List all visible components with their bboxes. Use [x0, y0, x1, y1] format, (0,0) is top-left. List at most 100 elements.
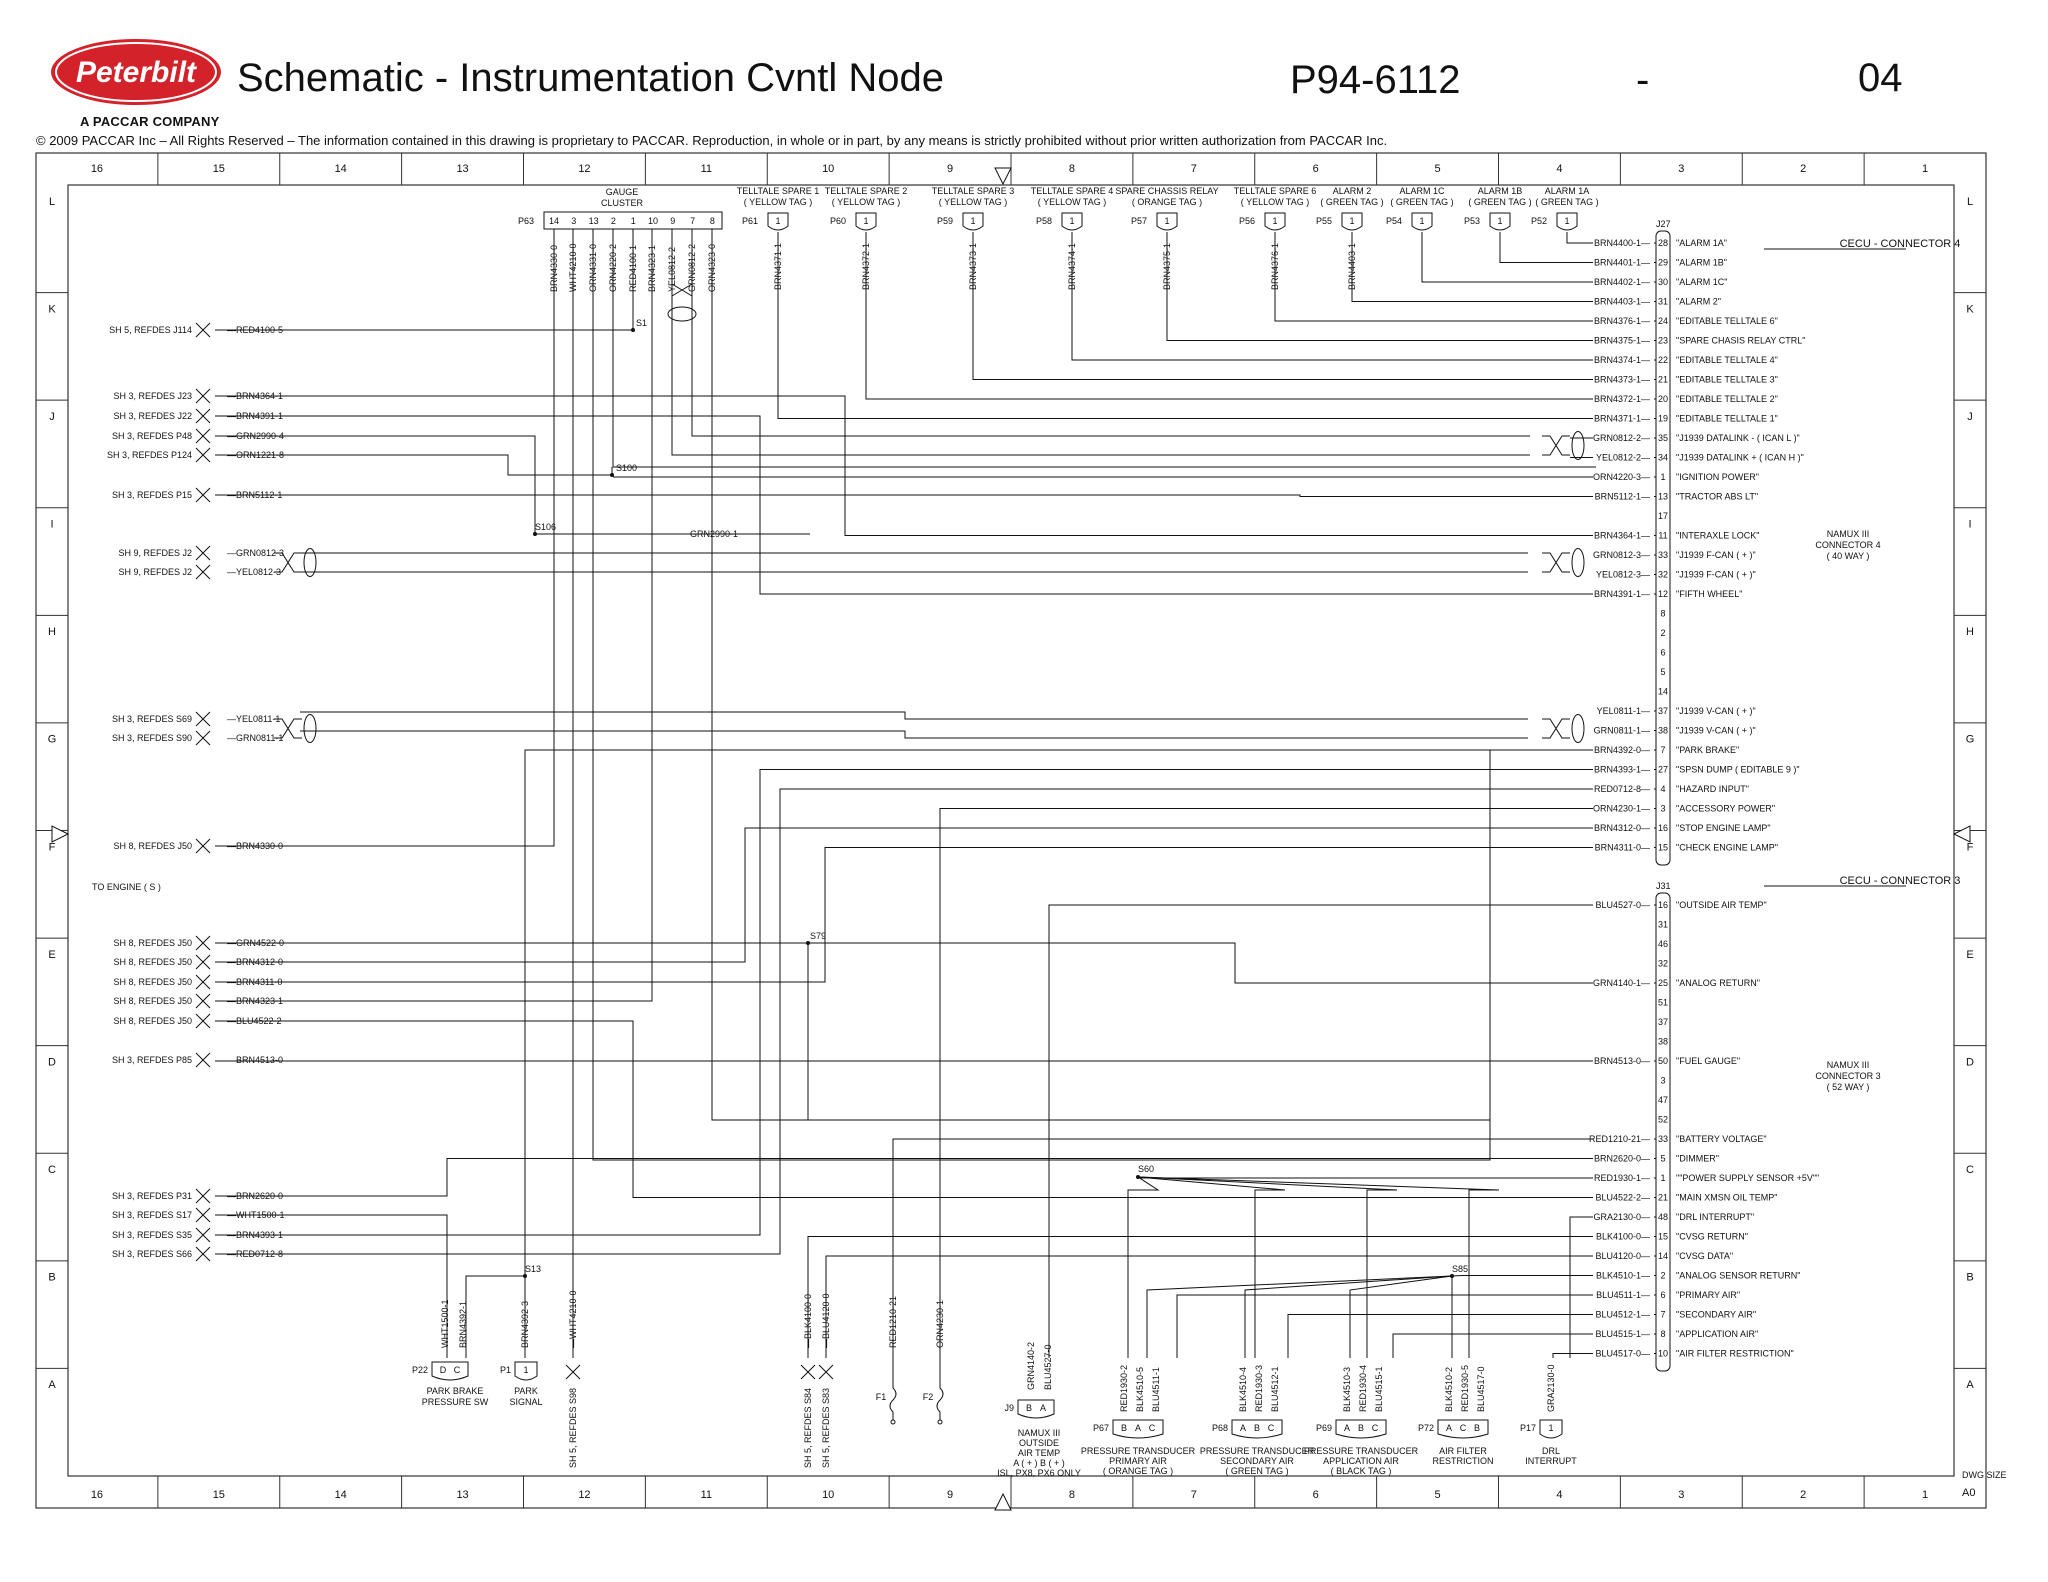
- j31-connector-body: [1655, 892, 1671, 1372]
- top-connector-body: [1556, 212, 1578, 231]
- wire-label: —BRN4312-0: [227, 957, 283, 967]
- wire: [465, 1275, 525, 1358]
- top-connector-label: ALARM 1A: [1545, 186, 1590, 196]
- top-connector-label: ALARM 1C: [1399, 186, 1445, 196]
- top-connector-label: TELLTALE SPARE 3: [932, 186, 1015, 196]
- pin-description: "ACCESSORY POWER": [1676, 804, 1775, 814]
- wire: [215, 435, 536, 534]
- gauge-pin-number: 13: [589, 216, 599, 226]
- wire-label: BLU4511-1—: [1596, 1290, 1650, 1300]
- pin-number: 22: [1658, 355, 1668, 365]
- column-label: 15: [213, 163, 225, 175]
- p68-wire-label: BLK4510-4: [1238, 1367, 1248, 1412]
- svg-text:Peterbilt: Peterbilt: [76, 56, 198, 89]
- bottom-reference: SH 5, REFDES S83: [821, 1388, 831, 1468]
- top-connector-body: [767, 212, 789, 231]
- gauge-wire-label: ORN4220-2: [608, 244, 618, 292]
- top-connector-ref: P61: [742, 216, 758, 226]
- f1-fuse: [889, 1358, 897, 1420]
- p69-wire-label: BLK4510-3: [1342, 1367, 1352, 1412]
- wire: [972, 232, 1593, 380]
- fuse-terminal: [890, 1419, 896, 1425]
- p69-label: ( BLACK TAG ): [1331, 1466, 1392, 1476]
- left-reference: SH 9, REFDES J2: [118, 548, 192, 558]
- wire-label: BRN4403-1—: [1594, 297, 1650, 307]
- top-connector-ref: P57: [1131, 216, 1147, 226]
- row-label: G: [1966, 734, 1975, 746]
- p17-connector: [1539, 1419, 1563, 1439]
- bottom-connector-pin: 1: [523, 1365, 528, 1375]
- row-label: H: [48, 626, 56, 638]
- gauge-pin-number: 8: [710, 216, 715, 226]
- company-name: A PACCAR COMPANY: [80, 114, 220, 129]
- top-connector-label: ( YELLOW TAG ): [744, 197, 813, 207]
- wire: [215, 827, 1593, 963]
- pin-number: 25: [1658, 978, 1668, 988]
- column-label: 13: [456, 1489, 468, 1501]
- top-connector-ref: P58: [1036, 216, 1052, 226]
- column-label: 1: [1922, 163, 1928, 175]
- wire-label: YEL0811-1—: [1597, 706, 1650, 716]
- top-connector-ref: P54: [1386, 216, 1402, 226]
- wire: [1146, 1275, 1453, 1358]
- left-reference: SH 3, REFDES J23: [113, 391, 192, 401]
- column-label: 9: [947, 163, 953, 175]
- top-connector-body: [1061, 212, 1083, 231]
- wire: [1071, 232, 1593, 361]
- pin-number: 16: [1658, 900, 1668, 910]
- top-connector-label: ALARM 2: [1333, 186, 1372, 196]
- top-connector-label: TELLTALE SPARE 6: [1234, 186, 1317, 196]
- dwg-size-value: A0: [1962, 1487, 1975, 1499]
- p67-label: PRESSURE TRANSDUCER: [1081, 1446, 1196, 1456]
- column-label: 4: [1556, 163, 1562, 175]
- pin-number: 1: [1660, 472, 1665, 482]
- pin-description: "CVSG RETURN": [1676, 1232, 1748, 1242]
- gauge-pin-number: 3: [571, 216, 576, 226]
- twisted-pair-shield: [1571, 431, 1585, 460]
- pin-number: 5: [1660, 667, 1665, 677]
- break-x: [195, 322, 211, 338]
- left-reference: SH 8, REFDES J50: [113, 996, 192, 1006]
- top-connector-label: ( GREEN TAG ): [1320, 197, 1383, 207]
- pin-description: "INTERAXLE LOCK": [1676, 531, 1759, 541]
- gauge-wire-label: ORN4331-0: [588, 244, 598, 292]
- bottom-connector-pin: A: [1040, 1403, 1046, 1413]
- wire-label: YEL0812-2—: [1596, 453, 1650, 463]
- pin-description: "J1939 DATALINK - ( ICAN L )": [1676, 433, 1800, 443]
- pin-description: "EDITABLE TELLTALE 2": [1676, 394, 1778, 404]
- break-x: [195, 1246, 211, 1262]
- wire-label: BLU4120-0—: [1595, 1251, 1650, 1261]
- wire-label: BRN4373-1—: [1594, 375, 1650, 385]
- j9-wire-label: BLU4527-0: [1043, 1344, 1053, 1390]
- peterbilt-logo: Peterbilt: [49, 37, 223, 107]
- gauge-wire-label: RED4100-1: [628, 245, 638, 292]
- column-label: 2: [1800, 1489, 1806, 1501]
- wire: [1349, 1275, 1453, 1358]
- bottom-connector-ref: P22: [412, 1365, 428, 1375]
- j9-wire-label: GRN4140-2: [1026, 1342, 1036, 1390]
- p72-connector: [1437, 1419, 1489, 1439]
- p22-connector: [431, 1361, 469, 1381]
- column-label: 10: [822, 163, 834, 175]
- pin-number: 3: [1660, 804, 1665, 814]
- j9-label: ISL, PX8, PX6 ONLY: [997, 1468, 1081, 1478]
- row-label: K: [1966, 303, 1974, 315]
- left-vcan-twist: [274, 718, 302, 739]
- pin-number: 5: [1660, 1154, 1665, 1164]
- wire-label: BRN4401-1—: [1594, 258, 1650, 268]
- pin-number: 2: [1660, 628, 1665, 638]
- wire-label: GRN0812-2—: [1593, 433, 1650, 443]
- p68-label: ( GREEN TAG ): [1225, 1466, 1288, 1476]
- blk4100-wire: [807, 1236, 1593, 1358]
- pin-number: 33: [1658, 1134, 1668, 1144]
- wire-label: ORN4230-1—: [1593, 804, 1650, 814]
- column-label: 12: [578, 1489, 590, 1501]
- namux-connector-4-label: NAMUX III: [1827, 529, 1870, 539]
- pin-description: "EDITABLE TELLTALE 3": [1676, 375, 1778, 385]
- break-x: [195, 1013, 211, 1029]
- wire: [1351, 232, 1593, 302]
- pin-description: "EDITABLE TELLTALE 1": [1676, 414, 1778, 424]
- datum-triangle: [51, 825, 70, 843]
- column-label: 8: [1069, 163, 1075, 175]
- pin-number: 31: [1658, 297, 1668, 307]
